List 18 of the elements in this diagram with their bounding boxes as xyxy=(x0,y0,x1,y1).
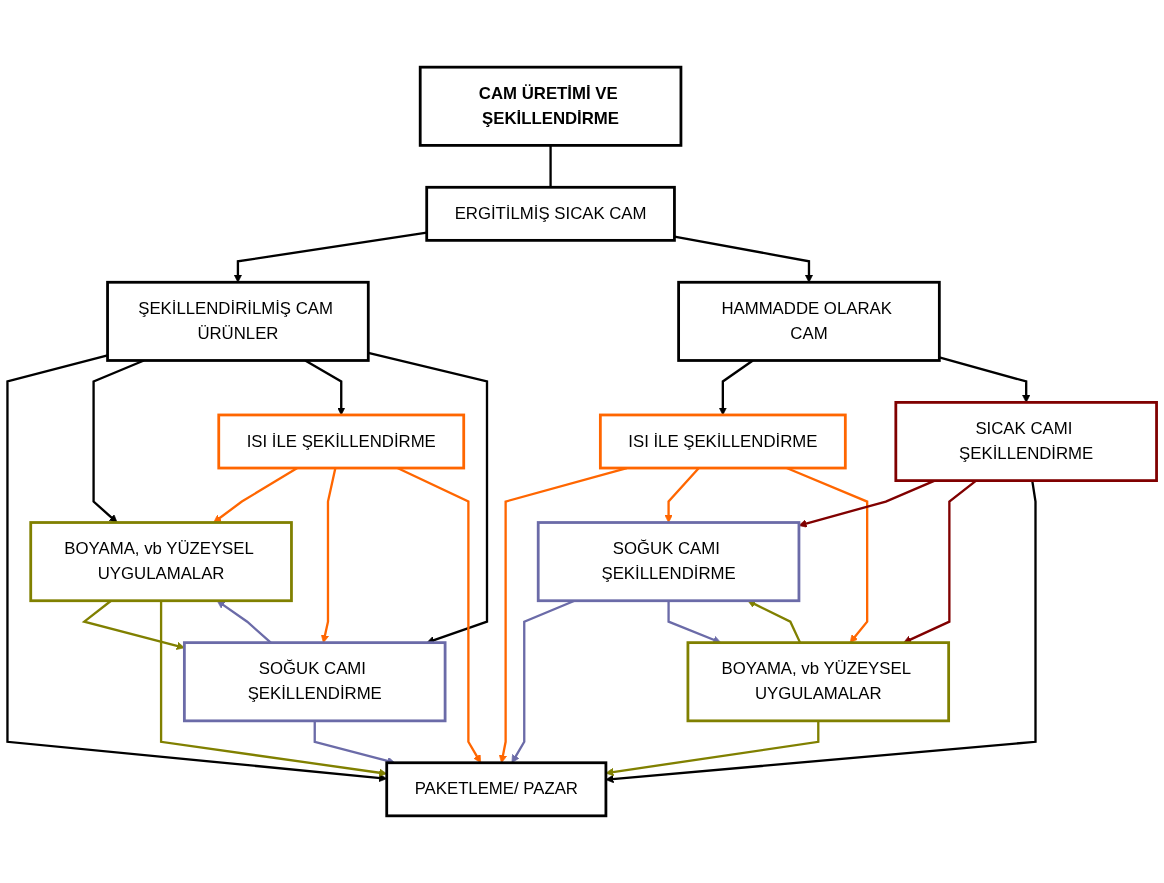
node-box: SICAK CAMI ŞEKİLLENDİRME xyxy=(894,401,1158,482)
arrow xyxy=(605,720,820,777)
node-box: ISI İLE ŞEKİLLENDİRME xyxy=(217,413,466,470)
node-box: BOYAMA, vb YÜZEYSEL UYGULAMALAR xyxy=(29,521,293,603)
node-box: CAM ÜRETİMİ VE ŞEKİLLENDİRME xyxy=(418,65,683,147)
arrow xyxy=(939,356,1031,403)
node-box: SOĞUK CAMI ŞEKİLLENDİRME xyxy=(182,641,447,723)
node-box: HAMMADDE OLARAK CAM xyxy=(677,280,941,362)
connector xyxy=(549,145,552,188)
node-box: BOYAMA, vb YÜZEYSEL UYGULAMALAR xyxy=(686,641,951,723)
node-box: PAKETLEME/ PAZAR xyxy=(385,761,608,818)
node-box: SOĞUK CAMI ŞEKİLLENDİRME xyxy=(536,521,801,603)
node-box: ERGİTİLMİŞ SICAK CAM xyxy=(425,185,676,242)
node-box: ISI İLE ŞEKİLLENDİRME xyxy=(598,413,847,470)
arrow xyxy=(674,235,814,283)
arrow xyxy=(233,231,427,283)
node-box: ŞEKİLLENDİRİLMİŞ CAM ÜRÜNLER xyxy=(106,280,370,362)
arrow xyxy=(605,480,1037,784)
